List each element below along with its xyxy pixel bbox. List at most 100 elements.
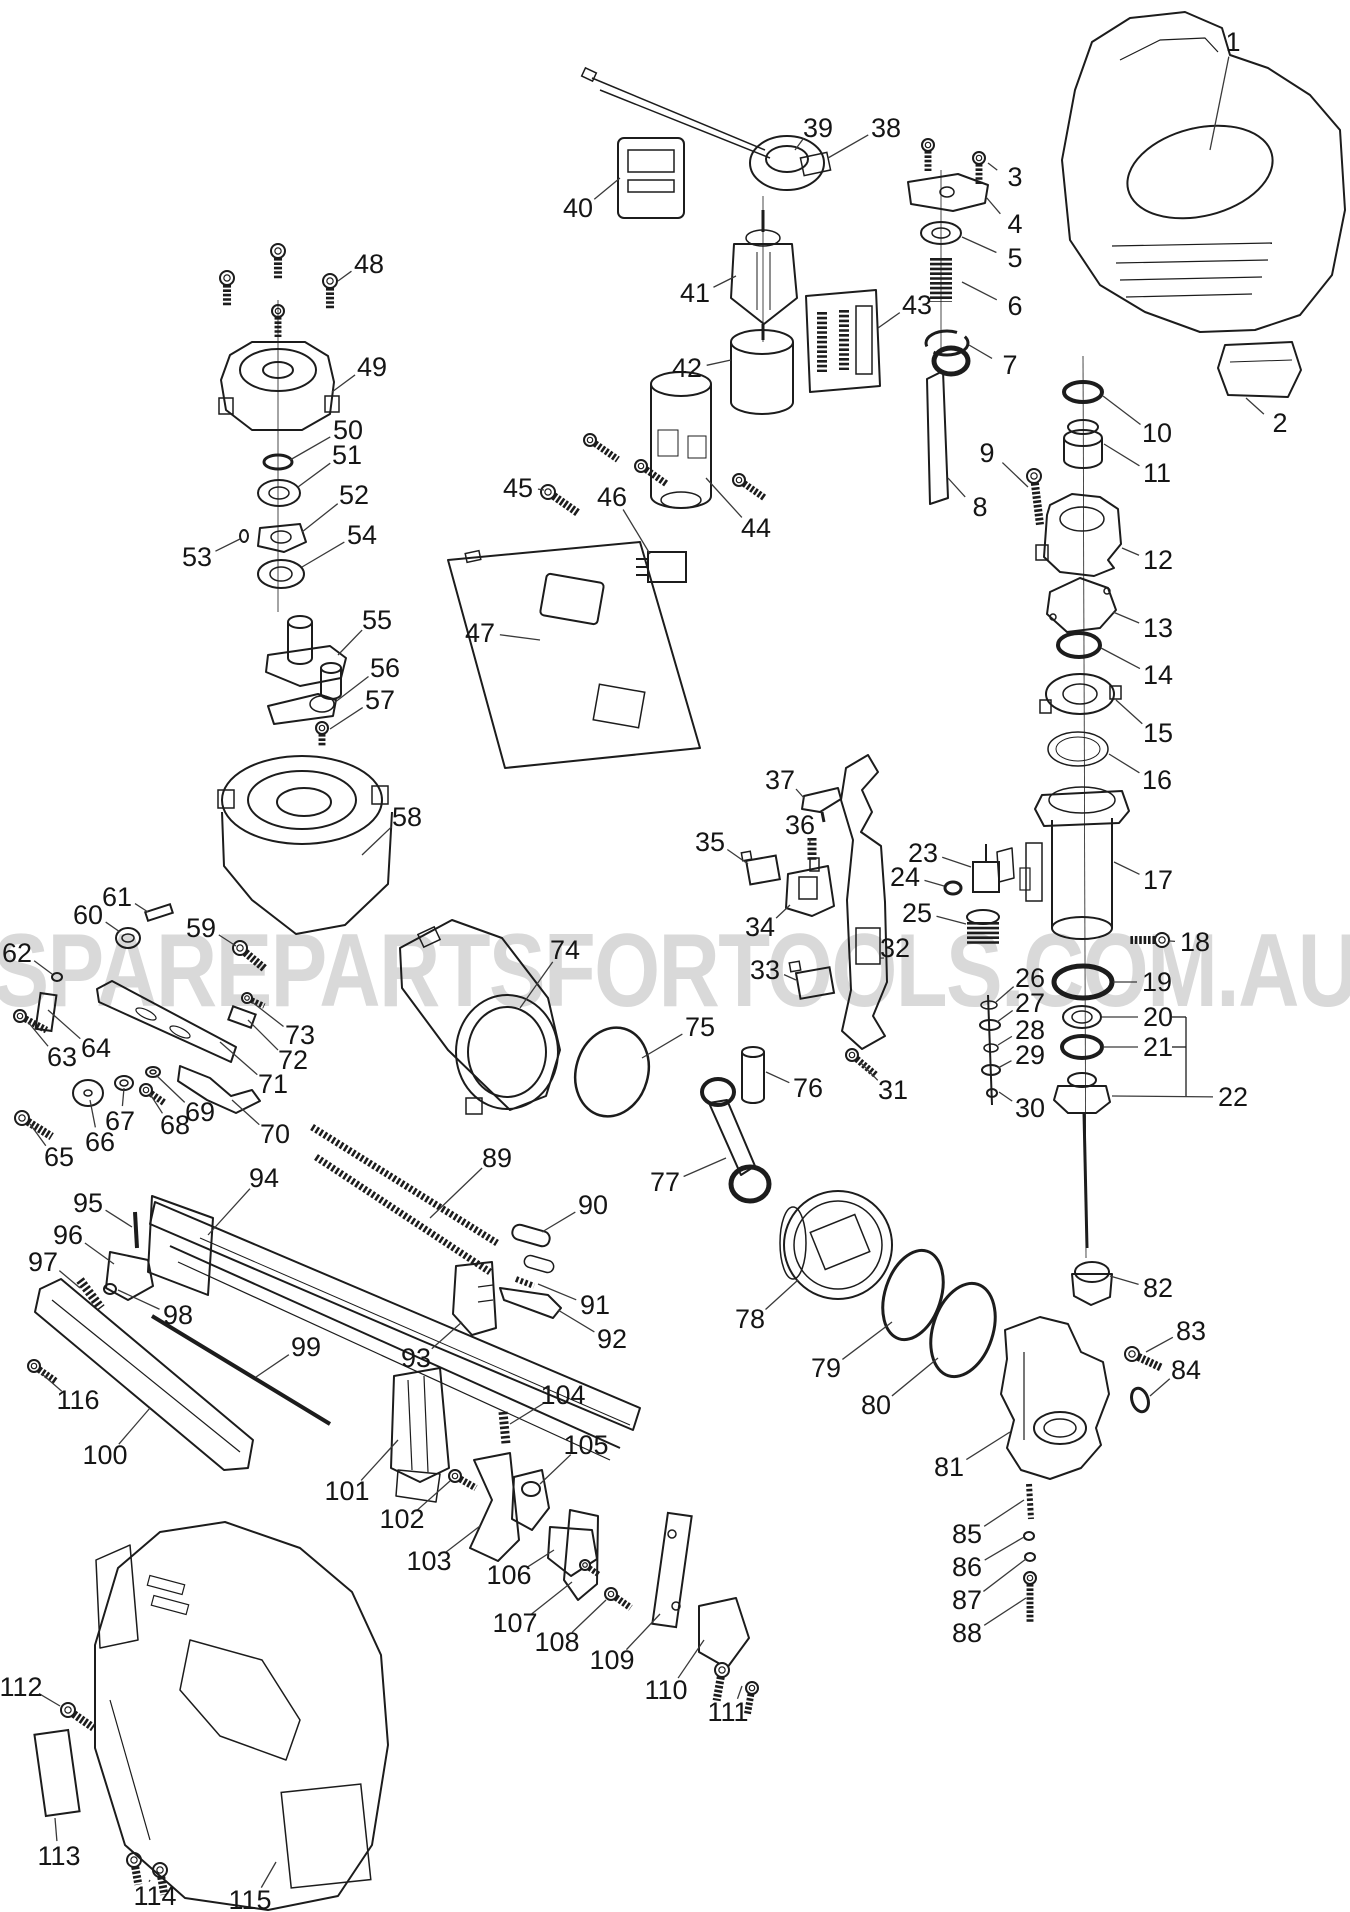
part-shape [227, 1005, 257, 1029]
part-shape [239, 529, 249, 543]
leader-line [155, 1074, 186, 1103]
part-label-36: 36 [785, 810, 815, 840]
part-shape [1039, 699, 1052, 714]
part-label-71: 71 [258, 1069, 288, 1099]
leader-line [361, 826, 393, 856]
part-label-39: 39 [803, 113, 833, 143]
part-callout-91: 91 [537, 1283, 610, 1320]
leader-line [105, 1209, 133, 1228]
part-label-83: 83 [1176, 1316, 1206, 1346]
part-shape [1033, 1411, 1087, 1445]
leader-line [1149, 1378, 1171, 1397]
part-shape [1043, 1418, 1077, 1438]
part-callout-43: 43 [877, 290, 932, 329]
leader-line [89, 1099, 97, 1128]
part-label-29: 29 [1015, 1040, 1045, 1070]
part-callout-100: 100 [82, 1407, 151, 1470]
part-shape [820, 811, 826, 823]
leader-line [530, 1581, 573, 1615]
leader-line [775, 904, 791, 919]
part-label-112: 112 [0, 1672, 43, 1702]
part-shape [262, 453, 294, 471]
leader-line [726, 848, 749, 865]
part-callout-79: 79 [811, 1321, 893, 1383]
part-shape [1056, 631, 1102, 659]
part-callout-76: 76 [765, 1071, 823, 1103]
part-callout-82: 82 [1109, 1273, 1173, 1303]
part-shape [981, 1064, 1001, 1076]
part-callout-1: 1 [1209, 27, 1241, 151]
part-shape [103, 1283, 117, 1295]
part-label-6: 6 [1007, 291, 1022, 321]
part-callout-50: 50 [289, 415, 363, 461]
leader-line [842, 1321, 893, 1360]
part-shape [114, 1075, 134, 1091]
part-label-12: 12 [1143, 545, 1173, 575]
part-shape [1062, 1005, 1102, 1029]
leader-line [961, 281, 998, 301]
part-callout-111: 111 [707, 1685, 749, 1727]
part-label-99: 99 [291, 1332, 321, 1362]
part-callout-36: 36 [785, 810, 815, 844]
part-shape [599, 89, 771, 159]
part-shape [840, 754, 888, 1050]
part-shape [1063, 429, 1103, 469]
part-label-86: 86 [952, 1552, 982, 1582]
part-shape [794, 966, 836, 1000]
part-shape [650, 371, 712, 509]
part-shape [150, 1314, 332, 1426]
part-shape [72, 1079, 104, 1107]
part-shape [276, 787, 332, 817]
part-label-10: 10 [1142, 418, 1172, 448]
leader-line [998, 1091, 1013, 1102]
part-shape [1067, 1072, 1097, 1088]
part-callout-59: 59 [186, 913, 237, 947]
part-label-63: 63 [47, 1042, 77, 1072]
part-shape [1119, 276, 1263, 281]
part-shape [799, 151, 832, 177]
part-shape [314, 1154, 492, 1275]
part-label-92: 92 [597, 1324, 627, 1354]
part-label-101: 101 [324, 1476, 369, 1506]
part-callout-23: 23 [908, 838, 972, 868]
part-callout-29: 29 [997, 1040, 1045, 1070]
part-callout-101: 101 [324, 1439, 399, 1506]
part-label-43: 43 [902, 290, 932, 320]
part-label-77: 77 [650, 1167, 680, 1197]
part-label-59: 59 [186, 913, 216, 943]
part-label-109: 109 [589, 1645, 634, 1675]
part-label-95: 95 [73, 1188, 103, 1218]
part-shape [920, 221, 962, 245]
part-shape [744, 854, 782, 886]
part-label-1: 1 [1225, 27, 1240, 57]
part-shape [390, 1367, 450, 1483]
leader-line [118, 1407, 151, 1445]
part-shape [788, 960, 802, 973]
part-callout-115: 115 [228, 1861, 277, 1912]
part-label-57: 57 [365, 685, 395, 715]
part-shape [1000, 1316, 1110, 1480]
part-label-67: 67 [105, 1106, 135, 1136]
part-shape [1129, 932, 1170, 948]
part-callout-39: 39 [794, 113, 833, 151]
part-label-23: 23 [908, 838, 938, 868]
part-callout-102: 102 [379, 1480, 451, 1534]
part-shape [310, 1124, 499, 1246]
part-shape [785, 865, 835, 917]
part-shape [730, 329, 794, 415]
part-label-41: 41 [680, 278, 710, 308]
leader-line [859, 1061, 879, 1081]
part-shape [1062, 380, 1104, 404]
part-shape [740, 850, 753, 862]
part-label-21: 21 [1143, 1032, 1173, 1062]
part-label-105: 105 [563, 1430, 608, 1460]
leader-line [526, 1549, 555, 1569]
part-callout-67: 67 [105, 1087, 135, 1136]
part-label-84: 84 [1171, 1355, 1201, 1385]
part-label-78: 78 [735, 1304, 765, 1334]
part-shape [309, 695, 335, 713]
part-shape [511, 1469, 550, 1531]
part-shape [267, 693, 337, 725]
leader-line [783, 974, 797, 981]
part-label-19: 19 [1142, 967, 1172, 997]
